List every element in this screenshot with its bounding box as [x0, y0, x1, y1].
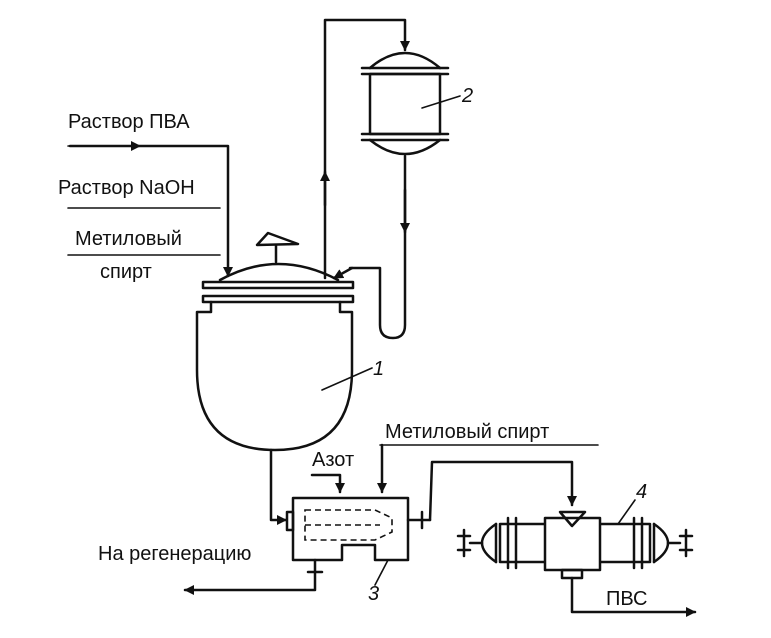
filter-body — [291, 496, 410, 562]
reactor-1 — [195, 231, 373, 452]
dryer-feed-hopper — [558, 510, 587, 528]
dryer-4 — [456, 499, 694, 580]
reactor-lid — [218, 262, 340, 282]
condenser-2 — [360, 51, 461, 156]
nitrogen-inlet-line — [310, 473, 345, 494]
vapour-line — [323, 18, 410, 280]
reactor-body — [195, 300, 354, 452]
filter-number-label: 3 — [368, 583, 379, 605]
feed-lines — [67, 141, 233, 278]
pvs-output-label: ПВС — [606, 588, 648, 610]
reactor-number-label: 1 — [373, 358, 384, 380]
methanol-feed-label-line2: спирт — [100, 261, 152, 283]
stirrer-drive-icon — [255, 231, 300, 247]
filter-basket — [304, 509, 393, 541]
dryer-left-cap — [480, 522, 498, 564]
condenser-number-label: 2 — [461, 85, 473, 107]
regeneration-label: На регенерацию — [98, 543, 251, 565]
regeneration-outlet-line — [183, 558, 317, 595]
product-outlet-line — [570, 576, 697, 617]
dryer-right-cap — [652, 522, 670, 564]
nitrogen-label: Азот — [312, 449, 354, 471]
condensate-return-line — [348, 154, 407, 340]
reactor-flange-top — [201, 280, 355, 290]
reactor-outlet-line — [269, 448, 288, 525]
dryer-number-label: 4 — [636, 481, 647, 503]
reactor-flange-bottom — [201, 294, 355, 304]
condenser-shell — [368, 72, 442, 136]
naoh-solution-label: Раствор NaOH — [58, 177, 195, 199]
condenser-bottom-cap — [368, 138, 442, 156]
methanol-wash-label: Метиловый спирт — [385, 421, 549, 443]
condenser-top-cap — [368, 51, 442, 70]
condensate-in-arrow — [332, 266, 354, 280]
filter-to-dryer-line — [428, 460, 577, 522]
methanol-feed-label-line1: Метиловый — [75, 228, 182, 250]
feed-to-reactor-line — [68, 144, 233, 278]
filter-3 — [285, 496, 432, 586]
pva-solution-label: Раствор ПВА — [68, 111, 190, 133]
